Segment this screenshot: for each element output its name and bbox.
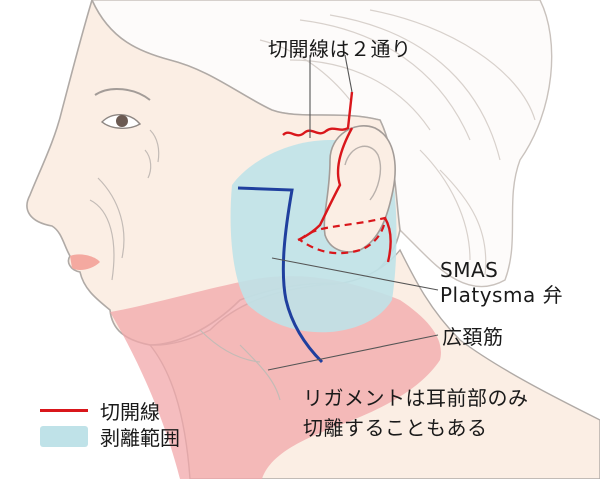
eyebrow: [94, 88, 151, 101]
incision-lines-label: 切開線は２通り: [268, 37, 412, 61]
legend-item-incision: 切開線: [40, 396, 160, 425]
legend-incision-swatch: [40, 409, 88, 412]
incision-postauricular-line: [383, 217, 392, 263]
legend-dissection-swatch: [40, 426, 88, 447]
smas-flap-line: [237, 186, 324, 364]
ear-inner: [344, 145, 382, 201]
iris: [116, 115, 128, 127]
incision-preauricular-line: [297, 127, 354, 242]
lips: [70, 254, 100, 270]
ligament-note-line2: 切離することもある: [303, 416, 488, 440]
ligament-note: リガメントは耳前部のみ 切離することもある: [303, 383, 529, 443]
pointer-lines: [267, 54, 439, 371]
face-wrinkles: [89, 129, 281, 401]
platysma-area: [110, 276, 441, 479]
ligament-note-line1: リガメントは耳前部のみ: [303, 386, 529, 410]
legend-dissection-label: 剥離範囲: [100, 426, 180, 450]
smas-platysma-flap-label: SMAS Platysma 弁: [440, 258, 563, 308]
legend-item-dissection: 剥離範囲: [40, 422, 180, 451]
incision-temple-line: [282, 91, 354, 137]
smas-label-line1: SMAS: [440, 258, 499, 282]
hair-strands: [259, 9, 536, 276]
legend-incision-label: 切開線: [100, 400, 160, 424]
smas-label-line2: Platysma 弁: [440, 283, 564, 307]
platysma-muscle-label: 広頚筋: [442, 325, 504, 349]
